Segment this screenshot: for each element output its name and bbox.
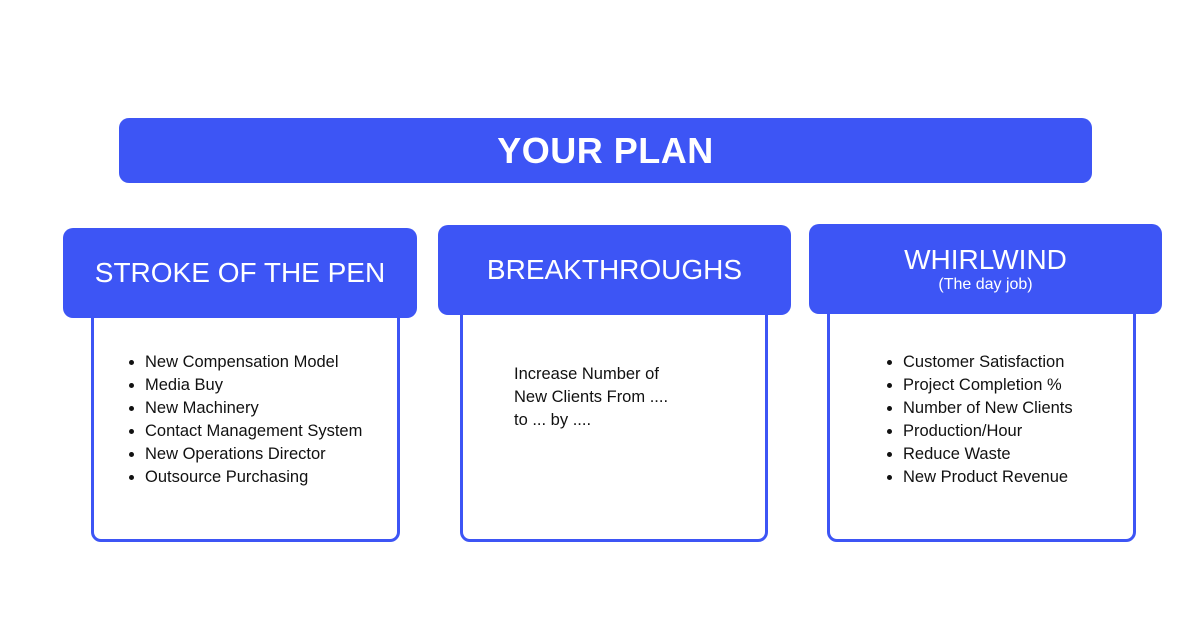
list-item: Production/Hour (903, 420, 1073, 443)
column-heading: WHIRLWIND (904, 244, 1067, 275)
column-heading: BREAKTHROUGHS (486, 254, 743, 285)
list-item: Reduce Waste (903, 443, 1073, 466)
list-item: Media Buy (145, 374, 362, 397)
list-item: Customer Satisfaction (903, 351, 1073, 374)
breakthroughs-box (460, 300, 768, 542)
list-item: Contact Management System (145, 420, 362, 443)
stroke-of-the-pen-header: STROKE OF THE PEN (63, 228, 417, 318)
whirlwind-box (827, 300, 1136, 542)
list-item: New Compensation Model (145, 351, 362, 374)
breakthroughs-header: BREAKTHROUGHS (438, 225, 791, 315)
whirlwind-list: Customer Satisfaction Project Completion… (887, 351, 1073, 489)
list-item: Project Completion % (903, 374, 1073, 397)
list-item: Number of New Clients (903, 397, 1073, 420)
list-item: Outsource Purchasing (145, 466, 362, 489)
list-item: New Machinery (145, 397, 362, 420)
whirlwind-header: WHIRLWIND (The day job) (809, 224, 1162, 314)
list-item: New Product Revenue (903, 466, 1073, 489)
stroke-of-the-pen-list: New Compensation Model Media Buy New Mac… (129, 351, 362, 489)
list-item: New Operations Director (145, 443, 362, 466)
breakthroughs-text: Increase Number of New Clients From ....… (514, 365, 669, 429)
column-subheading: (The day job) (938, 276, 1033, 293)
column-heading: STROKE OF THE PEN (94, 257, 386, 288)
plan-title: YOUR PLAN (119, 118, 1092, 183)
